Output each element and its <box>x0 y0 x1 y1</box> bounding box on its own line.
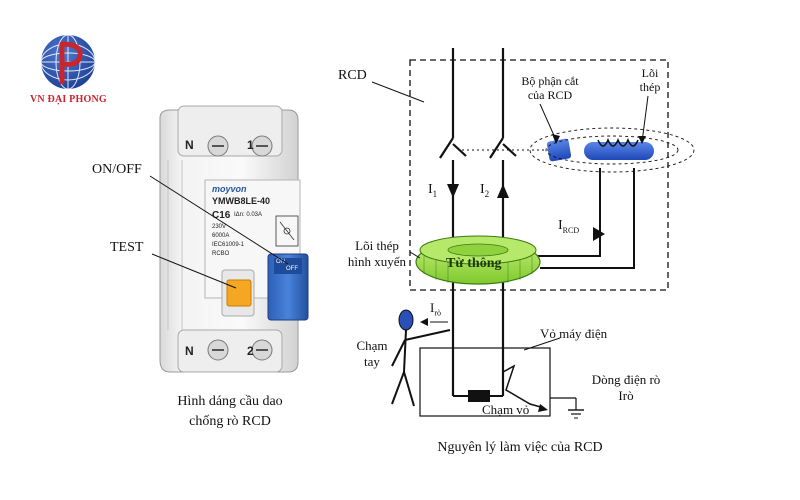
i1-sub: 1 <box>432 188 438 199</box>
leak-current-line1: Dòng điện rò <box>591 372 661 387</box>
globe-logo-icon <box>40 34 96 90</box>
device-sensitivity: IΔn: 0.03A <box>234 212 263 218</box>
leak-current-line2: Irò <box>618 388 634 403</box>
cut-part-pointer <box>539 103 557 141</box>
device-voltage: 230V <box>212 224 227 230</box>
cut-part-line2: của RCD <box>527 88 573 102</box>
current-i1-label: I1 <box>428 182 437 199</box>
diagram-caption: Nguyên lý làm việc của RCD <box>437 440 603 455</box>
rcd-pointer <box>371 81 425 103</box>
terminal-top-1: 1 <box>247 138 254 152</box>
lever-off-label: OFF <box>286 266 298 272</box>
housing-touch-label: Chạm vỏ <box>482 402 530 417</box>
steel-core-line1: Lõi <box>641 66 659 80</box>
current-ircd-label: IRCD <box>558 218 579 235</box>
device-type: RCBO <box>212 251 230 257</box>
steel-core-pointer <box>641 95 649 143</box>
company-logo: VN ĐẠI PHONG <box>18 30 118 110</box>
on-off-label: ON/OFF <box>92 162 142 177</box>
toroid-line2: hình xuyến <box>347 254 407 269</box>
device-standard: IEC61009-1 <box>212 242 245 248</box>
terminal-bottom-n: N <box>185 344 194 358</box>
device-caption-line2: chống rò RCD <box>189 414 271 429</box>
device-caption: Hình dáng cầu dao chống rò RCD <box>150 392 310 432</box>
touch-line2: tay <box>364 354 380 369</box>
device-rating: C16 <box>212 210 231 221</box>
steel-core-label: Lõi thép <box>630 66 670 94</box>
touch-line1: Chạm <box>356 338 388 353</box>
company-name: VN ĐẠI PHONG <box>30 94 107 105</box>
magnetic-flux-label: Từ thông <box>446 256 502 271</box>
terminal-bottom-2: 2 <box>247 344 254 358</box>
leak-current-label: Dòng điện rò Irò <box>578 372 674 404</box>
leak-current-iro-label: Irò <box>430 300 441 318</box>
terminal-top-n: N <box>185 138 194 152</box>
toroid-line1: Lõi thép <box>355 238 399 253</box>
machine-housing-label: Vỏ máy điện <box>540 326 608 341</box>
i2-main: I <box>480 182 485 197</box>
i1-main: I <box>428 182 433 197</box>
test-pointer <box>151 253 237 289</box>
cut-part-line1: Bộ phận cắt <box>521 74 579 88</box>
current-i2-label: I2 <box>480 182 489 199</box>
touch-hand-label: Chạm tay <box>350 338 394 370</box>
device-caption-line1: Hình dáng cầu dao <box>177 394 283 409</box>
device-brand: moyvon <box>212 184 247 194</box>
toroid-label: Lõi thép hình xuyến <box>338 238 416 270</box>
i2-sub: 2 <box>484 188 490 199</box>
ircd-sub: RCD <box>562 225 580 235</box>
iro-main: I <box>430 300 435 315</box>
person-figure <box>391 309 451 407</box>
iro-sub: rò <box>434 308 442 318</box>
lever-on-label: ON <box>276 259 285 265</box>
test-label: TEST <box>110 240 144 255</box>
device-model: YMWB8LE-40 <box>212 196 271 206</box>
ircd-main: I <box>558 218 563 233</box>
device-breaking: 6000A <box>212 233 230 239</box>
rcd-label: RCD <box>338 68 367 83</box>
steel-core-line2: thép <box>639 80 661 94</box>
cut-part-label: Bộ phận cắt của RCD <box>510 74 590 102</box>
